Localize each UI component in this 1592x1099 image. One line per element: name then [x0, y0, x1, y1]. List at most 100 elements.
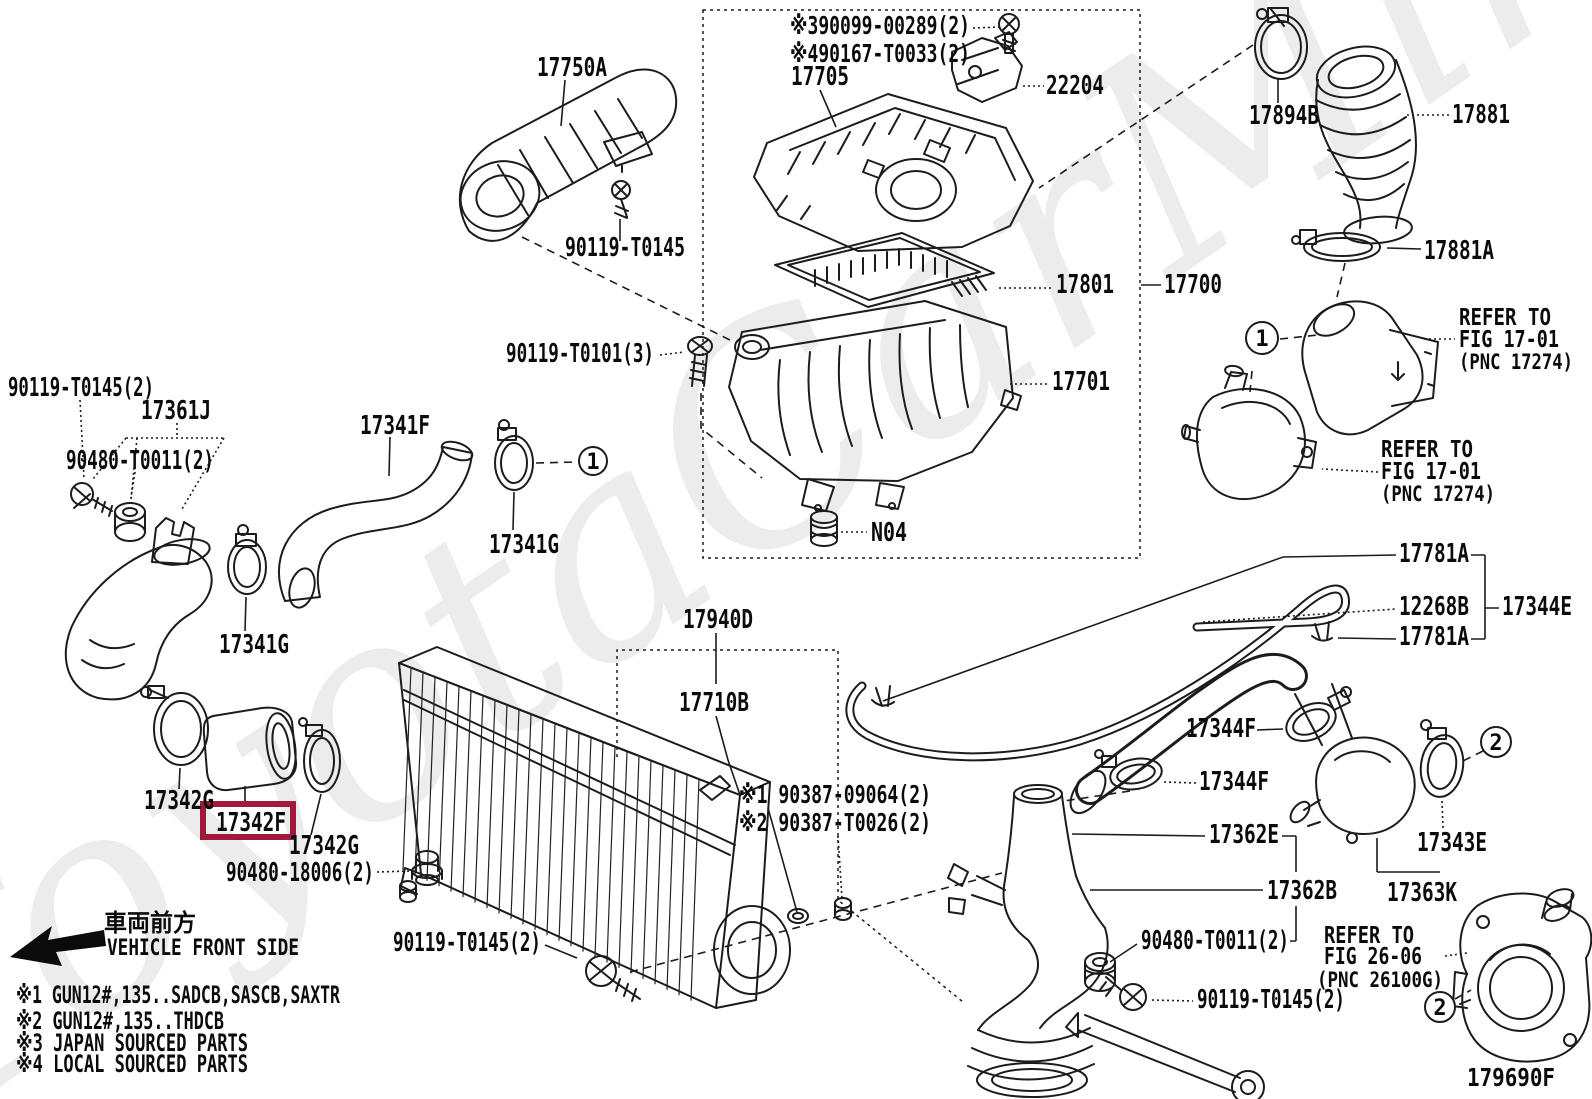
part-17700[interactable]: 17700: [1164, 270, 1222, 300]
part-90119-T0145-d[interactable]: 90119-T0145(2): [1197, 985, 1345, 1015]
clamp-17344f-lower-drawing: [1094, 749, 1163, 791]
part-17344F-a[interactable]: 17344F: [1186, 714, 1256, 744]
part-17894B[interactable]: 17894B: [1249, 101, 1319, 131]
ref-fig26-06-line3: (PNC 26100G): [1317, 968, 1443, 992]
clamp-17342g-right-drawing: [298, 717, 341, 793]
vehicle-front-arrow-icon: [10, 926, 106, 966]
part-90119-T0101[interactable]: 90119-T0101(3): [506, 339, 654, 369]
intercooler-fin: [402, 667, 412, 871]
air-hose-17344e-drawing: [1069, 652, 1308, 815]
bolt-90119-t0101-drawing: [687, 336, 713, 387]
ref-fig17-01-a-line2: FIG 17-01: [1459, 327, 1559, 353]
grommets-90387-drawing: [787, 897, 852, 924]
part-90119-T0145-b[interactable]: 90119-T0145(2): [8, 373, 154, 403]
clamp-17881a-drawing: [1291, 229, 1381, 262]
part-490167-T0033[interactable]: ※490167-T0033(2): [790, 39, 970, 68]
part-90387-T0026[interactable]: ※2 90387-T0026(2): [739, 808, 931, 837]
intercooler-fin: [498, 704, 508, 914]
part-12268B[interactable]: 12268B: [1399, 592, 1469, 622]
intercooler-fin: [618, 750, 628, 969]
part-390099-00289[interactable]: ※390099-00289(2): [790, 11, 970, 40]
circle-marker-label-2-3: 2: [1433, 996, 1446, 1021]
ref-fig26-06-line2: FIG 26-06: [1324, 944, 1422, 970]
part-17342G-b[interactable]: 17342G: [289, 831, 359, 861]
part-17781A-a[interactable]: 17781A: [1399, 539, 1469, 569]
intercooler-fin: [546, 722, 556, 936]
part-17362B[interactable]: 17362B: [1267, 876, 1337, 906]
air-cleaner-cap-17705-drawing: [753, 93, 1034, 252]
part-17341F[interactable]: 17341F: [360, 411, 430, 441]
screw-bushing-17361j-drawing: [70, 482, 195, 565]
intercooler-fin: [450, 685, 460, 892]
air-inlet-hose-17363k-drawing: [1289, 683, 1416, 844]
part-17344F-b[interactable]: 17344F: [1199, 767, 1269, 797]
circle-marker-2-3: [1424, 991, 1456, 1023]
circle-marker-1-1: [1245, 321, 1279, 355]
part-17881[interactable]: 17881: [1452, 100, 1510, 130]
intercooler-fin: [690, 778, 700, 1001]
figure-code: 179690F: [1467, 1063, 1555, 1092]
bellows-hose-17881-drawing: [1315, 45, 1418, 245]
part-17701[interactable]: 17701: [1052, 367, 1110, 397]
footnote-2: ※2 GUN12#,135..THDCB: [16, 1007, 224, 1035]
clamp-17343e-drawing: [1419, 719, 1465, 798]
clamp-17341g-right-drawing: [494, 419, 534, 491]
part-17362E[interactable]: 17362E: [1209, 820, 1279, 850]
ref-fig17-01-b-line3: (PNC 17274): [1381, 482, 1495, 506]
part-22204[interactable]: 22204: [1046, 71, 1104, 101]
part-N04[interactable]: N04: [871, 518, 907, 548]
part-17343E[interactable]: 17343E: [1417, 828, 1487, 858]
part-17342F[interactable]: 17342F: [216, 808, 286, 838]
clamp-17341g-left-drawing: [227, 524, 267, 595]
part-17341G-b[interactable]: 17341G: [219, 630, 289, 660]
intercooler-fin: [570, 732, 580, 947]
air-hose-17750a-drawing: [458, 68, 678, 242]
assembly-box-17700: [702, 9, 1141, 559]
part-17344E[interactable]: 17344E: [1502, 592, 1572, 622]
ref-fig17-01-b-line1: REFER TO: [1381, 437, 1473, 463]
part-17940D[interactable]: 17940D: [683, 605, 753, 635]
part-17363K[interactable]: 17363K: [1387, 878, 1457, 908]
maf-sensor-22204-drawing: [951, 31, 1023, 103]
highlight-box-17342f: [200, 801, 296, 840]
intake-duct-17362b-drawing: [947, 784, 1265, 1099]
intercooler-fin: [654, 764, 664, 985]
intercooler-fin: [606, 745, 616, 963]
footnote-1: ※1 GUN12#,135..SADCB,SASCB,SAXTR: [16, 981, 340, 1009]
part-90480-18006[interactable]: 90480-18006(2): [226, 858, 374, 888]
screw-90119-bottom-right-drawing: [1099, 976, 1147, 1011]
part-17881A[interactable]: 17881A: [1424, 236, 1494, 266]
part-90119-T0145-c[interactable]: 90119-T0145(2): [393, 928, 541, 958]
part-17710B[interactable]: 17710B: [679, 688, 749, 718]
ref-fig17-01-b-line2: FIG 17-01: [1381, 459, 1481, 485]
clamp-17344f-upper-drawing: [1285, 686, 1352, 742]
part-90119-T0145-a[interactable]: 90119-T0145: [565, 233, 685, 263]
part-17801[interactable]: 17801: [1056, 270, 1114, 300]
clamp-17342g-left-drawing: [140, 685, 209, 766]
intercooler-17710b-drawing: [398, 646, 791, 1009]
part-17750A[interactable]: 17750A: [537, 53, 607, 83]
part-90387-09064[interactable]: ※1 90387-09064(2): [739, 780, 931, 809]
ref-fig26-06-line1: REFER TO: [1324, 923, 1414, 949]
part-17781A-b[interactable]: 17781A: [1399, 622, 1469, 652]
throttle-body-drawing: [1452, 888, 1592, 1063]
ref-fig17-01-a-line3: (PNC 17274): [1459, 350, 1573, 374]
part-17361J[interactable]: 17361J: [141, 396, 211, 426]
part-17341G-a[interactable]: 17341G: [489, 530, 559, 560]
intercooler-fin: [678, 773, 688, 996]
hose-17342f-drawing: [202, 706, 298, 792]
part-90480-T0011-b[interactable]: 90480-T0011(2): [1141, 926, 1289, 956]
part-17705[interactable]: 17705: [791, 62, 849, 92]
part-17342G-a[interactable]: 17342G: [144, 786, 214, 816]
inlet-elbow-drawing: [1301, 300, 1439, 436]
intercooler-fin: [462, 690, 472, 898]
circle-marker-label-1-0: 1: [586, 450, 599, 475]
air-filter-17801-drawing: [774, 232, 995, 308]
intercooler-fin: [438, 680, 448, 887]
vacuum-hose-17781a-drawing: [845, 584, 1350, 762]
hose-17361j-drawing: [64, 538, 213, 701]
part-90480-T0011-a[interactable]: 90480-T0011(2): [66, 446, 214, 476]
circle-marker-2-2: [1480, 726, 1512, 758]
intercooler-fin: [558, 727, 568, 941]
